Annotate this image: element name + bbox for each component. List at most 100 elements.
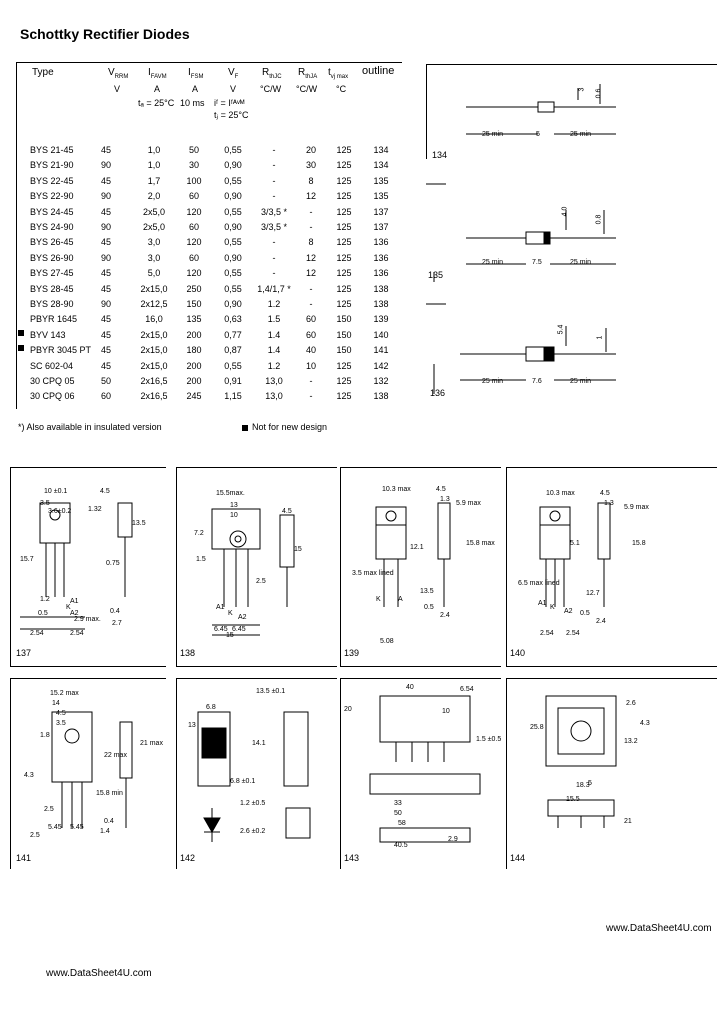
unit-rthja: °C/W	[296, 84, 318, 94]
unit-vrrm: V	[114, 84, 121, 94]
cell-i: 3,0	[147, 252, 161, 263]
footer-url-left[interactable]: www.DataSheet4U.com	[46, 968, 152, 979]
dimension-label: 4.5	[600, 490, 610, 497]
outline-135-len2: 7.5	[532, 259, 542, 266]
outline-141-label: 141	[16, 853, 32, 863]
outline-139-drawing	[375, 502, 451, 607]
cell-tj: 125	[336, 145, 352, 155]
cell-rja: 8	[308, 175, 314, 186]
dimension-label: 7.2	[194, 530, 204, 537]
dimension-label: 2.5	[44, 806, 54, 813]
cell-i: 2x12,5	[140, 299, 168, 309]
cell-type: BYS 21-90	[30, 160, 74, 171]
header-outline: outline	[362, 65, 395, 77]
outline-144-drawing	[545, 695, 617, 828]
dimension-label: A2	[564, 608, 573, 615]
spec-table: Type VRRM IFAVM IFSM VF RthJC RthJA tvj …	[16, 62, 408, 409]
cell-v: 45	[100, 237, 111, 248]
outline-138-panel	[176, 467, 337, 667]
cell-ifsm: 50	[188, 145, 199, 155]
outline-135-len3: 25 min	[570, 259, 592, 266]
cell-out: 138	[373, 283, 389, 294]
cell-v: 90	[100, 191, 111, 202]
header-vrrm: VRRM	[108, 67, 129, 80]
cell-out: 138	[373, 391, 389, 402]
cell-rja: 12	[305, 191, 316, 202]
outline-135-dlead: 0.8	[595, 214, 603, 225]
cell-vf: 0,55	[224, 206, 242, 217]
dimension-label: 12.1	[410, 544, 424, 551]
dimension-label: 2.5	[256, 578, 266, 585]
cell-out: 135	[373, 191, 389, 202]
dimension-label: 15.7	[20, 556, 34, 563]
dimension-label: 1.2	[40, 596, 50, 603]
cell-type: BYV 143	[30, 329, 66, 340]
cell-i: 2x5,0	[142, 206, 166, 217]
outline-137-label: 137	[16, 648, 32, 658]
cell-v: 50	[100, 376, 111, 386]
dimension-label: A2	[238, 614, 247, 621]
outline-138-drawing	[211, 508, 295, 636]
dimension-label: 2.9 max.	[74, 616, 101, 623]
dimension-label: 10 ±0.1	[44, 488, 68, 495]
cell-ifsm: 100	[186, 175, 202, 186]
footer-url-right[interactable]: www.DataSheet4U.com	[606, 923, 712, 934]
note-not-new-design: Not for new design	[242, 422, 327, 432]
dimension-label: 0.4	[110, 608, 120, 615]
outline-135-label: 135	[428, 270, 444, 280]
dimension-label: 0.5	[38, 610, 48, 617]
dimension-label: 6.8	[206, 704, 216, 711]
cell-rjc: 13,0	[265, 391, 283, 402]
outline-135-len1: 25 min	[482, 259, 504, 266]
cell-tj: 125	[336, 222, 352, 232]
dimension-label: 1.5 ±0.5	[476, 736, 502, 743]
cell-vf: 0,90	[224, 252, 242, 263]
cell-rjc: 1.5	[267, 314, 281, 325]
dimension-label: 5.08	[380, 638, 394, 645]
outline-134-len3: 25 min	[570, 131, 592, 138]
cell-vf: 0,55	[224, 237, 242, 248]
cell-rja: -	[309, 376, 313, 386]
header-vf: VF	[228, 67, 239, 80]
cell-vf: 0,55	[224, 175, 242, 186]
cell-vf: 0,55	[224, 268, 242, 279]
cell-rjc: 1.4	[267, 345, 281, 356]
cell-out: 138	[373, 299, 389, 309]
dimension-label: 21	[624, 818, 632, 825]
outline-139-panel	[340, 467, 501, 667]
outline-142-panel	[176, 678, 337, 869]
cell-v: 45	[100, 360, 111, 371]
cell-vf: 0,55	[224, 360, 242, 371]
cell-i: 1,0	[147, 160, 161, 171]
cell-v: 90	[100, 252, 111, 263]
dimension-label: 1.5	[196, 556, 206, 563]
cell-vf: 0,77	[224, 329, 242, 340]
dimension-label: 13.2	[624, 738, 638, 745]
outline-136-len3: 25 min	[570, 378, 592, 385]
cell-v: 45	[100, 314, 111, 325]
cell-ifsm: 135	[186, 314, 202, 325]
dimension-label: 2.9	[448, 836, 458, 843]
dimension-label: 2.7	[112, 620, 122, 627]
outline-136-drawing	[426, 303, 616, 394]
cell-ifsm: 60	[188, 191, 199, 202]
cell-out: 135	[373, 175, 389, 186]
dimension-label: 3.5	[40, 500, 50, 507]
header-rthjc: RthJC	[262, 67, 282, 80]
dimension-label: A1	[216, 604, 225, 611]
cell-out: 136	[373, 237, 389, 248]
outline-136-label: 136	[430, 388, 446, 398]
dimension-label: 10	[442, 708, 450, 715]
dimension-label: 20	[344, 706, 352, 713]
cell-v: 45	[100, 268, 111, 279]
cell-i: 5,0	[147, 268, 161, 279]
cell-vf: 1,15	[224, 391, 242, 402]
cell-rja: -	[309, 206, 313, 217]
